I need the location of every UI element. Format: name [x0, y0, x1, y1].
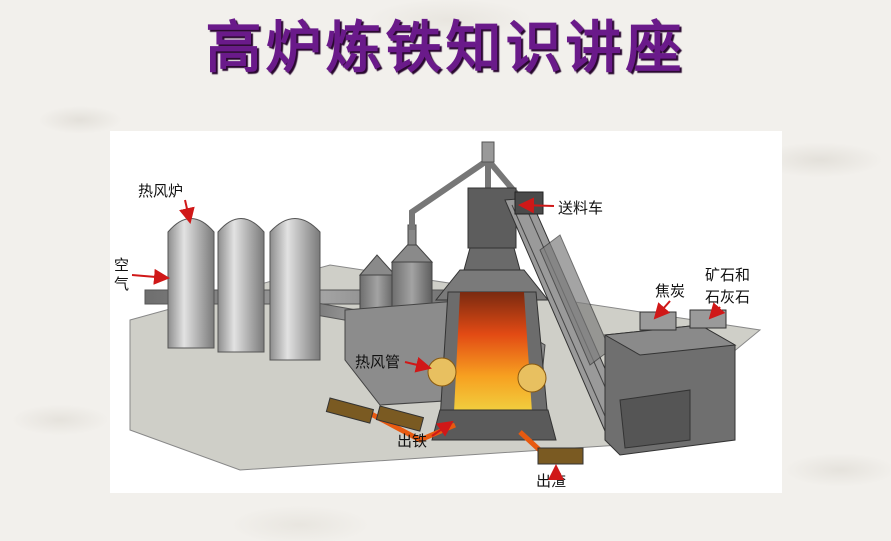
- arrow-air: [131, 268, 170, 285]
- label-air-1: 空: [114, 256, 129, 274]
- label-ore-2: 石灰石: [705, 288, 750, 306]
- arrow-ore: [708, 302, 726, 320]
- skip-car: [514, 191, 544, 215]
- arrow-skip-car: [518, 197, 555, 214]
- ladle-cars: [325, 397, 584, 465]
- tuyere-right: [517, 363, 547, 393]
- arrow-blast-pipe: [404, 356, 432, 373]
- tuyere-left: [427, 357, 457, 387]
- arrow-coke: [653, 300, 671, 320]
- arrow-hot-stove: [179, 199, 195, 224]
- hot-stoves: [167, 218, 321, 361]
- label-hot-stove: 热风炉: [138, 182, 183, 200]
- label-air-2: 气: [114, 275, 129, 293]
- label-blast-pipe: 热风管: [355, 353, 400, 371]
- label-coke: 焦炭: [655, 282, 685, 300]
- label-ore-1: 矿石和: [705, 266, 750, 284]
- label-iron-tap: 出铁: [397, 432, 427, 450]
- label-slag-tap: 出渣: [536, 472, 566, 490]
- arrow-iron-tap: [431, 420, 454, 437]
- top-vent: [481, 141, 495, 163]
- page-title: 高炉炼铁知识讲座: [205, 15, 686, 81]
- blast-furnace: [427, 187, 557, 441]
- label-skip-car: 送料车: [558, 199, 603, 217]
